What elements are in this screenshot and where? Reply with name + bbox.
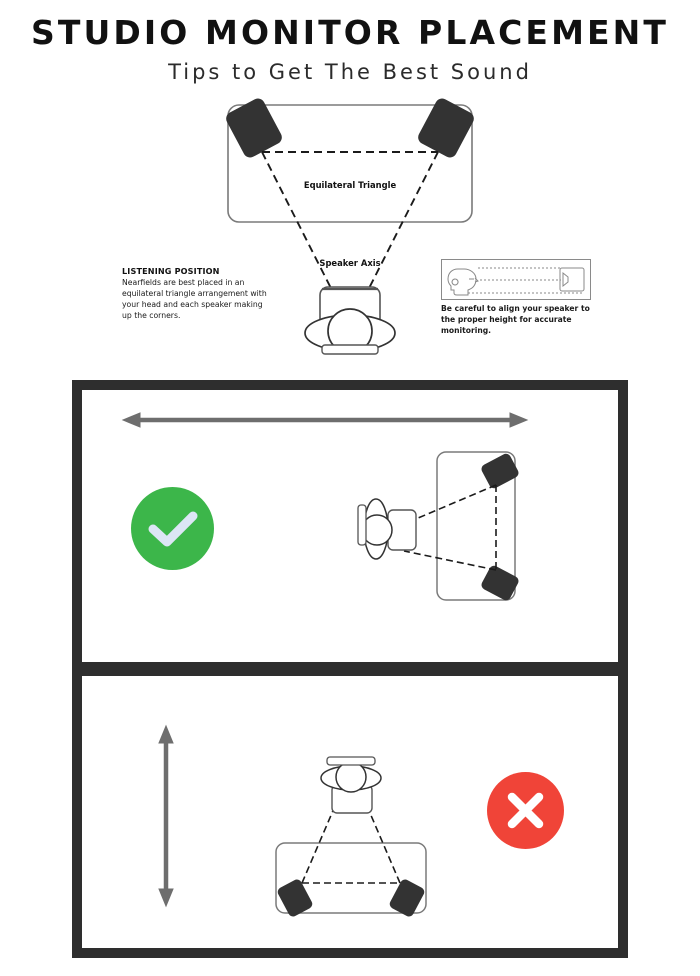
speaker-right-top (418, 98, 474, 158)
top-diagram: Equilateral Triangle Speaker Axis (226, 98, 474, 355)
listening-position-body: Nearfields are best placed in an equilat… (122, 278, 267, 320)
profile-head-icon (447, 268, 477, 296)
speaker-height-caption-text: Be careful to align your speaker to the … (441, 304, 590, 335)
rooms-frame (72, 380, 628, 958)
speaker-height-illustration-frame (441, 259, 591, 300)
status-badge-incorrect (487, 772, 564, 849)
cross-icon (507, 792, 544, 829)
status-badge-correct (131, 487, 214, 570)
page-title: STUDIO MONITOR PLACEMENT (31, 13, 669, 52)
equilateral-triangle-label: Equilateral Triangle (304, 180, 397, 190)
speaker-left-top (226, 98, 282, 158)
speaker-height-caption: Be careful to align your speaker to the … (441, 259, 593, 336)
triangle-left-edge (261, 151, 344, 313)
listening-position-heading: LISTENING POSITION (122, 266, 220, 276)
header: STUDIO MONITOR PLACEMENT Tips to Get The… (0, 0, 700, 84)
listener-chair-base-top (321, 344, 379, 355)
page-subtitle: Tips to Get The Best Sound (168, 59, 532, 84)
profile-ear-icon (451, 278, 459, 286)
profile-speaker-cone-icon (562, 271, 569, 288)
triangle-right-edge (356, 151, 439, 313)
check-badge-circle (131, 487, 214, 570)
speaker-axis-label: Speaker Axis (319, 258, 380, 268)
listening-position-note: LISTENING POSITION Nearfields are best p… (122, 266, 274, 322)
desk-outline-top (227, 104, 473, 223)
profile-nose-icon (474, 277, 479, 283)
check-icon (148, 511, 198, 547)
